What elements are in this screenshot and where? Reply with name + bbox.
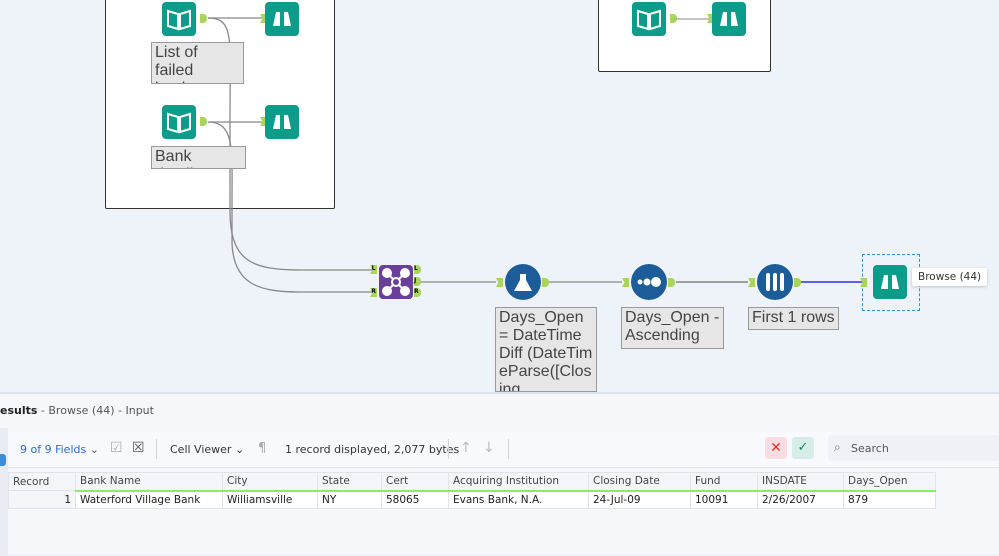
annotation-bank-details: Bank details: [151, 146, 246, 169]
workflow-canvas[interactable]: List of failed banks Bank details L R L …: [0, 0, 999, 392]
join-icon: [382, 268, 410, 296]
side-strip: [0, 428, 8, 556]
table-cell[interactable]: 58065: [381, 490, 449, 509]
chevron-down-icon: ⌄: [89, 443, 99, 456]
table-cell[interactable]: Waterford Village Bank: [75, 490, 223, 509]
sort-tool[interactable]: [631, 264, 667, 300]
join-tool[interactable]: [379, 265, 413, 299]
table-cell[interactable]: 879: [843, 490, 936, 509]
pilcrow-icon[interactable]: ¶: [258, 441, 267, 456]
flask-icon: [514, 274, 532, 291]
annotation-sample: First 1 rows: [748, 307, 839, 330]
column-header[interactable]: Cert: [381, 472, 449, 492]
column-header[interactable]: Days_Open: [843, 472, 936, 492]
join-out-right[interactable]: R: [414, 288, 421, 297]
confirm-button[interactable]: ✓: [792, 437, 814, 459]
connection-wires: [207, 17, 866, 293]
browse-tool-3[interactable]: [712, 2, 746, 36]
join-left-input[interactable]: L: [370, 265, 377, 274]
chevron-down-icon: ⌄: [234, 443, 245, 456]
sample-tool[interactable]: [757, 264, 793, 300]
cell-viewer-dropdown[interactable]: Cell Viewer ⌄: [170, 443, 245, 456]
column-header[interactable]: Bank Name: [75, 472, 223, 492]
column-header[interactable]: City: [222, 472, 318, 492]
checkbox-icon[interactable]: ☑: [110, 440, 123, 456]
binoculars-icon: [881, 275, 899, 289]
cancel-button[interactable]: ✕: [765, 437, 787, 459]
arrow-up-icon[interactable]: ↑: [460, 440, 472, 456]
results-toolbar: 9 of 9 Fields ⌄ ☑ ☒ Cell Viewer ⌄ ¶ 1 re…: [8, 432, 999, 468]
book-icon: [637, 9, 661, 31]
column-header[interactable]: Fund: [690, 472, 758, 492]
column-header[interactable]: INSDATE: [757, 472, 844, 492]
browse-tool-2[interactable]: [265, 105, 299, 139]
table-cell[interactable]: 24-Jul-09: [588, 490, 691, 509]
sort-dots-icon: [637, 277, 661, 287]
table-cell[interactable]: NY: [317, 490, 382, 509]
table-cell[interactable]: 10091: [690, 490, 758, 509]
input-data-tool-3[interactable]: [632, 2, 666, 36]
binoculars-icon: [273, 115, 291, 129]
book-icon: [167, 9, 191, 31]
search-input[interactable]: ⌕ Search: [828, 435, 999, 461]
annotation-list-failed-banks: List of failed banks: [151, 42, 244, 84]
table-cell[interactable]: 1: [8, 490, 76, 509]
binoculars-icon: [720, 12, 738, 26]
deselect-icon[interactable]: ☒: [132, 440, 145, 456]
search-icon: ⌕: [834, 440, 841, 454]
results-panel: esults - Browse (44) - Input 9 of 9 Fiel…: [0, 392, 999, 556]
column-header[interactable]: Record: [8, 472, 76, 491]
table-cell[interactable]: 2/26/2007: [757, 490, 844, 509]
fields-dropdown[interactable]: 9 of 9 Fields ⌄: [20, 443, 99, 456]
browse-tool-44[interactable]: [873, 265, 907, 299]
book-icon: [167, 112, 191, 134]
results-title: esults: [0, 404, 38, 417]
join-out-left[interactable]: L: [414, 265, 421, 274]
record-status: 1 record displayed, 2,077 bytes: [285, 443, 460, 456]
annotation-sort: Days_Open - Ascending: [621, 307, 724, 349]
results-subtitle: - Browse (44) - Input: [37, 404, 154, 417]
join-right-input[interactable]: R: [370, 288, 377, 297]
formula-tool[interactable]: [505, 264, 541, 300]
column-header[interactable]: Closing Date: [588, 472, 691, 492]
column-header[interactable]: Acquiring Institution: [448, 472, 589, 492]
browse-tool-1[interactable]: [265, 2, 299, 36]
column-header[interactable]: State: [317, 472, 382, 492]
annotation-formula: Days_Open = DateTimeDiff (DateTimeParse(…: [495, 307, 597, 392]
arrow-down-icon[interactable]: ↓: [483, 440, 495, 456]
input-data-tool-failed-banks[interactable]: [162, 2, 196, 36]
table-cell[interactable]: Williamsville: [222, 490, 318, 509]
binoculars-icon: [273, 12, 291, 26]
test-tubes-icon: [766, 273, 784, 291]
tooltip: Browse (44): [912, 268, 988, 286]
join-out-join[interactable]: J: [414, 277, 421, 286]
input-data-tool-bank-details[interactable]: [162, 105, 196, 139]
table-cell[interactable]: Evans Bank, N.A.: [448, 490, 589, 509]
